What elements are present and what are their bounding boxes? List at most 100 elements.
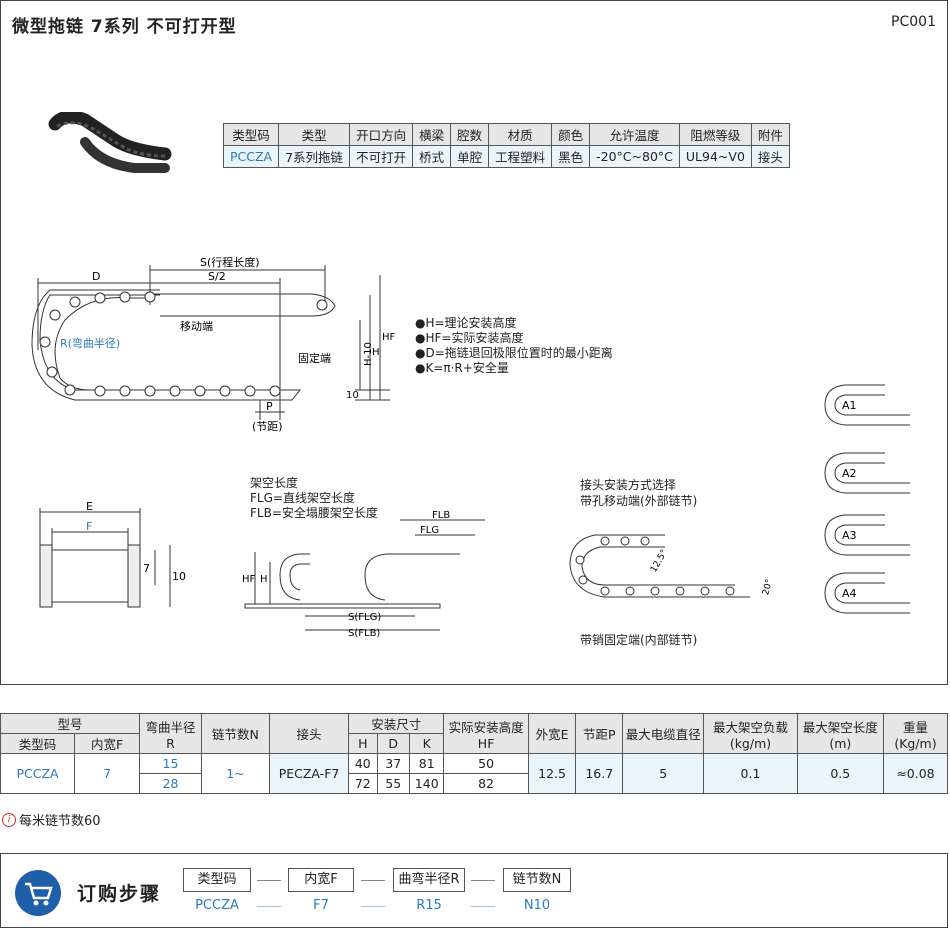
note-H: ●H=理论安装高度: [415, 316, 517, 330]
angle-20: 20°: [761, 578, 775, 596]
cross-section-diagram: E F 7 10: [39, 500, 186, 608]
h-real: 实际安装高度HF: [443, 713, 529, 754]
legend-notes: ●H=理论安装高度 ●HF=实际安装高度 ●D=拖链退回极限位置时的最小距离 ●…: [415, 316, 613, 376]
dim-H: H: [372, 347, 380, 358]
product-table: 型号 弯曲半径R 链节数N 接头 安装尺寸 实际安装高度HF 外宽E 节距P 最…: [0, 713, 949, 794]
h-K: K: [408, 733, 445, 754]
spec-header: 腔数: [450, 123, 490, 146]
cell-code: PCCZA: [0, 753, 76, 794]
product-code: PC001: [891, 14, 936, 30]
h-cable: 最大电缆直径: [622, 713, 705, 754]
cell-cable: 5: [622, 753, 705, 794]
value-connector: [361, 906, 385, 907]
step-code-value: PCCZA: [195, 898, 239, 913]
spec-table: 类型码 类型 开口方向 横梁 腔数 材质 颜色 允许温度 阻燃等级 附件 PCC…: [222, 123, 790, 168]
label-R: R(弯曲半径): [60, 336, 120, 350]
cell-H1: 40: [348, 753, 378, 774]
span-lbl-flb: FLB: [432, 510, 450, 521]
span-notes: 架空长度 FLG=直线架空长度 FLB=安全塌腰架空长度: [250, 476, 378, 521]
cell-r1: 15: [139, 753, 202, 774]
view-A4: A4: [842, 587, 857, 600]
span-lbl-hf: HF: [242, 574, 256, 585]
dim-E: E: [86, 500, 93, 513]
dim-10: 10: [346, 390, 359, 401]
step-radius: 曲弯半径R: [393, 868, 465, 892]
spec-value: -20°C~80°C: [589, 145, 680, 168]
spec-header: 材质: [488, 123, 553, 146]
spec-header: 颜色: [551, 123, 591, 146]
note-K: ●K=π·R+安全量: [415, 361, 509, 375]
cell-span: 0.5: [796, 753, 884, 794]
h-install: 安装尺寸: [348, 713, 445, 734]
note-D: ●D=拖链退回极限位置时的最小距离: [415, 346, 613, 360]
step-links: 链节数N: [503, 868, 571, 892]
spec-value: UL94~V0: [678, 145, 752, 168]
cell-pitch: 16.7: [575, 753, 624, 794]
span-diagram: FLB FLG HF H S(FLG) S(FLB): [242, 510, 485, 639]
span-flb: FLB=安全塌腰架空长度: [250, 506, 378, 520]
angle-12-5: 12.5°: [649, 548, 670, 574]
view-A1: A1: [842, 399, 857, 412]
span-lbl-h: H: [260, 574, 268, 585]
h-code: 类型码: [0, 733, 76, 754]
info-icon: i: [2, 812, 16, 827]
span-lbl-flg: FLG: [420, 525, 439, 536]
dim-S: S(行程长度): [200, 255, 260, 269]
cart-icon: [15, 870, 61, 916]
spec-value: 接头: [750, 145, 790, 168]
span-lbl-sflg: S(FLG): [348, 612, 381, 623]
footnote: i 每米链节数60: [2, 810, 101, 829]
step-connector: [257, 880, 281, 881]
spec-header: 允许温度: [589, 123, 680, 146]
cell-outer: 12.5: [527, 753, 577, 794]
h-load: 最大架空负载(kg/m): [703, 713, 798, 754]
h-pitch: 节距P: [575, 713, 624, 754]
step-links-value: N10: [523, 898, 551, 913]
dim-S2: S/2: [208, 270, 226, 283]
span-title: 架空长度: [250, 476, 299, 490]
spec-header: 附件: [750, 123, 790, 146]
span-flg: FLG=直线架空长度: [250, 491, 355, 505]
step-connector: [361, 880, 385, 881]
label-move-end: 移动端: [180, 320, 213, 333]
h-joint: 接头: [268, 713, 350, 754]
dim-HF: HF: [382, 332, 396, 343]
table-row: PCCZA 7 15 1~ PECZA-F7 40 37 81 50 12.5 …: [0, 753, 949, 794]
note-HF: ●HF=实际安装高度: [415, 331, 524, 345]
order-steps: 订购步骤 类型码 内宽F 曲弯半径R 链节数N PCCZA F7 R15 N10: [0, 853, 948, 928]
chain-photo: [48, 112, 172, 173]
order-title: 订购步骤: [77, 883, 162, 905]
h-weight: 重量(Kg/m): [882, 713, 949, 754]
h-links: 链节数N: [200, 713, 270, 754]
dim-7: 7: [143, 562, 150, 575]
value-connector: [257, 906, 281, 907]
view-A3: A3: [842, 529, 857, 542]
h-H: H: [348, 733, 378, 754]
span-lbl-sflb: S(FLB): [348, 628, 380, 639]
step-width-value: F7: [313, 898, 329, 913]
chain-install-diagram: D S(行程长度) S/2 移动端 固定端 R(弯曲半径) P (节距) HF …: [31, 255, 396, 433]
h-model: 型号: [0, 713, 141, 734]
dim-10b: 10: [172, 570, 186, 583]
connector-fixed: 带销固定端(内部链节): [580, 633, 698, 647]
spec-value: 不可打开: [349, 145, 414, 168]
cell-HF2: 82: [443, 773, 529, 794]
dim-F: F: [86, 520, 92, 533]
footnote-text: 每米链节数60: [19, 814, 101, 829]
connector-move: 带孔移动端(外部链节): [580, 494, 698, 508]
step-code: 类型码: [183, 868, 251, 892]
spec-value: PCCZA: [222, 145, 280, 168]
spec-value: 单腔: [450, 145, 490, 168]
h-radius: 弯曲半径R: [139, 713, 202, 754]
cell-joint: PECZA-F7: [268, 753, 350, 794]
spec-value-row: PCCZA 7系列拖链 不可打开 桥式 单腔 工程塑料 黑色 -20°C~80°…: [222, 145, 790, 168]
table-row: 28 72 55 140 82: [1, 773, 948, 794]
spec-value: 工程塑料: [488, 145, 553, 168]
cell-links: 1~: [200, 753, 270, 794]
spec-header: 类型码: [222, 123, 280, 146]
step-width: 内宽F: [288, 868, 354, 892]
cell-HF1: 50: [443, 753, 529, 774]
step-radius-value: R15: [416, 898, 442, 913]
label-pitch: (节距): [252, 420, 283, 433]
spec-header: 横梁: [412, 123, 452, 146]
